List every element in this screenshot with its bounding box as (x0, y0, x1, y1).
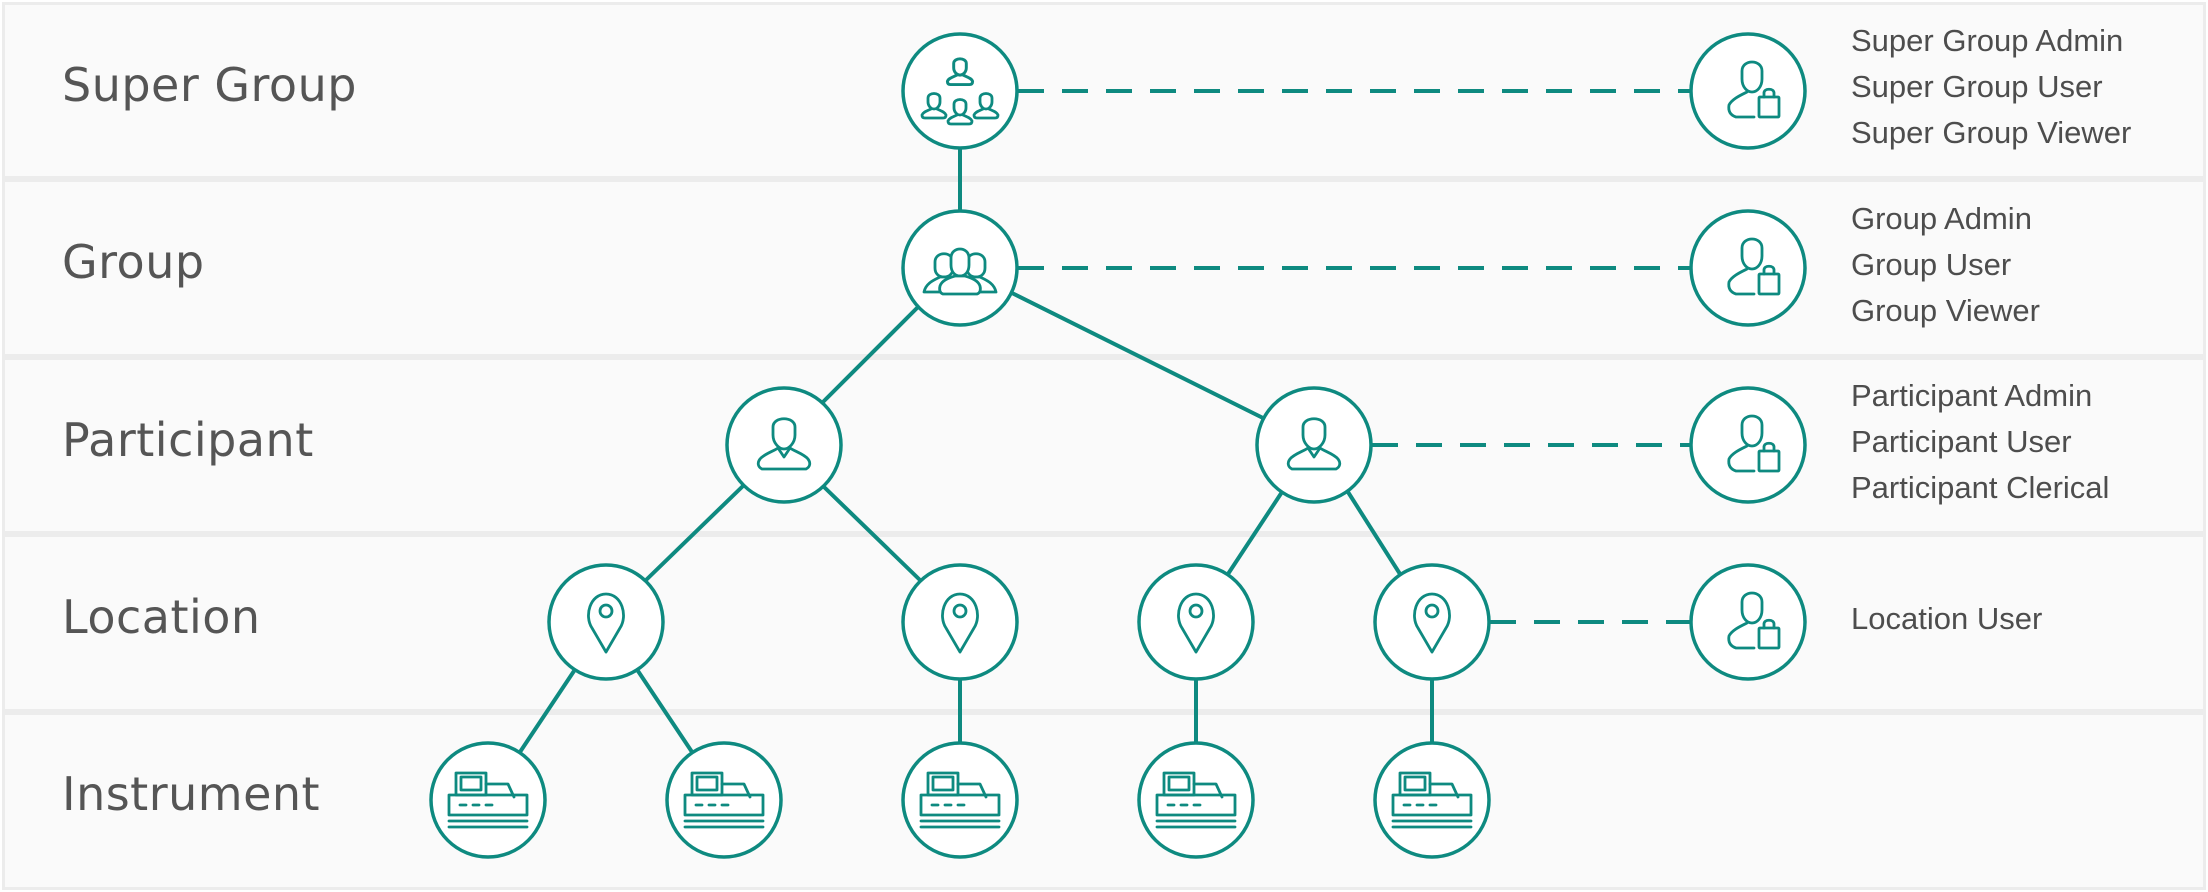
node-instrument-4 (1137, 741, 1255, 859)
role-node-group (1689, 209, 1807, 327)
role-super-group-viewer: Super Group Viewer (1851, 115, 2132, 150)
node-instrument-3 (901, 741, 1019, 859)
role-node-super-group (1689, 32, 1807, 150)
level-band-participant (2, 357, 2206, 534)
node-group (901, 209, 1019, 327)
node-participant-1 (725, 386, 843, 504)
node-location-4 (1373, 563, 1491, 681)
node-location-2 (901, 563, 1019, 681)
role-location-user: Location User (1851, 601, 2043, 636)
edge-group-participant-2 (1011, 291, 1266, 421)
level-label-group: Group (62, 235, 205, 289)
role-connectors (1018, 89, 1690, 624)
node-location-3 (1137, 563, 1255, 681)
level-band-location (2, 534, 2206, 712)
role-participant-clerical: Participant Clerical (1851, 470, 2110, 505)
node-location-1 (547, 563, 665, 681)
tree-edges (518, 148, 1434, 754)
role-group-viewer: Group Viewer (1851, 293, 2040, 328)
level-label-instrument: Instrument (62, 767, 321, 821)
edge-participant2-location4 (1346, 490, 1402, 576)
role-participant-user: Participant User (1851, 424, 2072, 459)
edge-participant2-location3 (1226, 490, 1284, 576)
role-node-location (1689, 563, 1807, 681)
level-label-super-group: Super Group (62, 58, 357, 112)
role-participant-admin: Participant Admin (1851, 378, 2093, 413)
edge-location1-instrument2 (636, 669, 694, 754)
role-group-admin: Group Admin (1851, 201, 2032, 236)
edge-group-participant-1 (820, 301, 924, 405)
level-label-participant: Participant (62, 413, 314, 467)
edge-location1-instrument1 (518, 669, 576, 754)
node-participant-2 (1255, 386, 1373, 504)
edge-participant1-location2 (820, 483, 924, 584)
role-super-group-user: Super Group User (1851, 69, 2103, 104)
level-band-super-group (2, 2, 2206, 179)
role-group-user: Group User (1851, 247, 2012, 282)
role-node-participant (1689, 386, 1807, 504)
node-instrument-2 (665, 741, 783, 859)
node-super-group (901, 32, 1019, 150)
node-instrument-1 (429, 741, 547, 859)
level-band-instrument (2, 712, 2206, 890)
level-label-location: Location (62, 590, 261, 644)
level-band-group (2, 179, 2206, 357)
edge-participant1-location1 (642, 483, 746, 584)
node-instrument-5 (1373, 741, 1491, 859)
role-super-group-admin: Super Group Admin (1851, 23, 2124, 58)
